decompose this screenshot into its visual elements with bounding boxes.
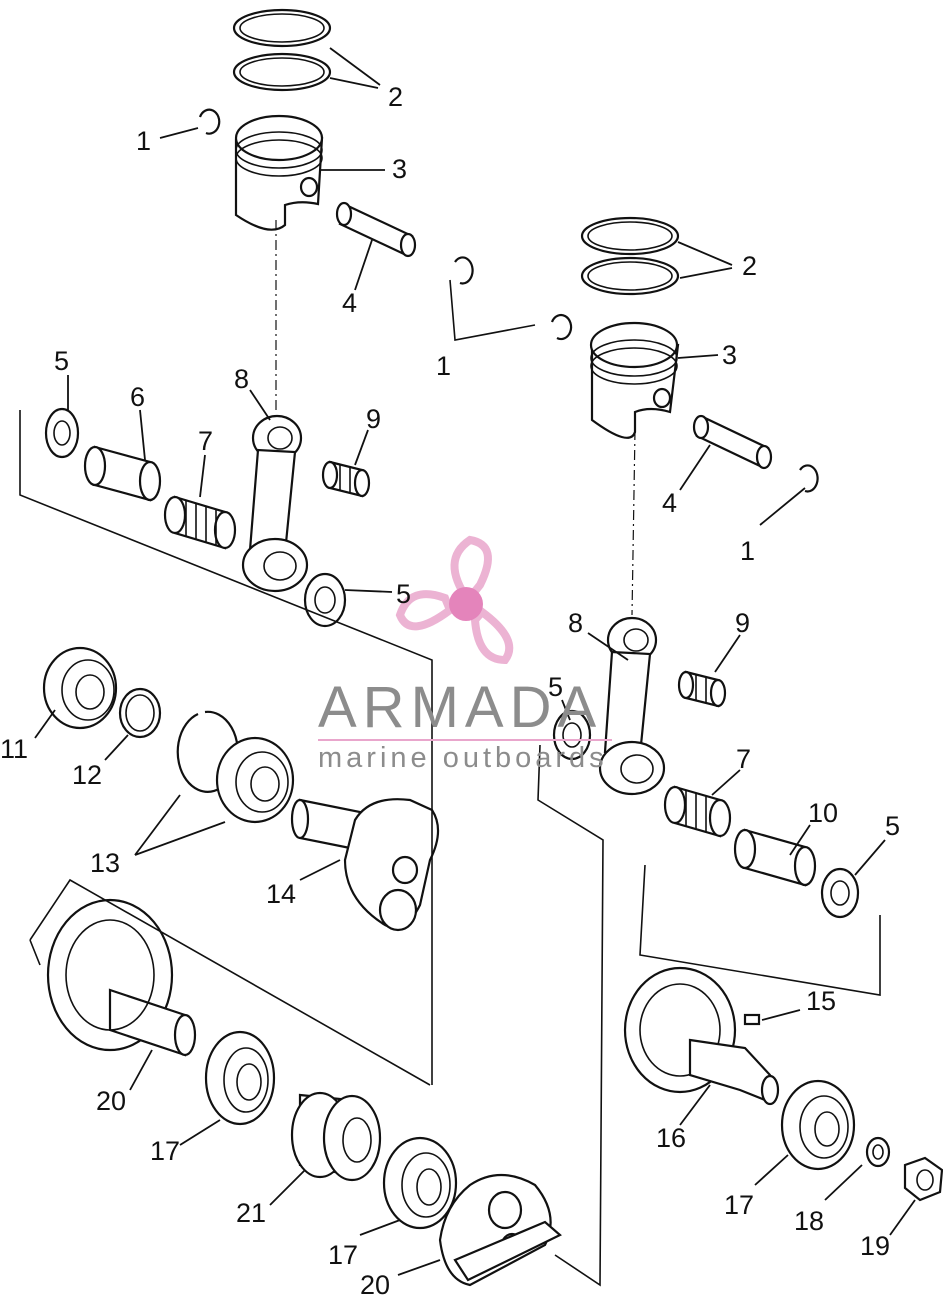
leader-lines xyxy=(34,47,916,1276)
callout-16: 16 xyxy=(656,1123,686,1153)
callout-5: 5 xyxy=(548,672,563,702)
piston-pin-right xyxy=(692,414,773,470)
thrust-washer-right-inner xyxy=(552,709,592,761)
crank-pin-left xyxy=(83,445,162,502)
needle-bearing-large-right xyxy=(663,785,732,838)
ball-bearing-right xyxy=(780,1079,856,1171)
watermark-tagline: marine outboards xyxy=(318,742,608,774)
callout-1: 1 xyxy=(136,126,151,156)
piston-ring-lower-right xyxy=(580,256,680,296)
circlip-right-top xyxy=(550,313,573,341)
needle-bearing-small-right xyxy=(677,670,727,708)
callout-5: 5 xyxy=(885,811,900,841)
lock-washer xyxy=(865,1136,891,1168)
callout-4: 4 xyxy=(662,488,677,518)
needle-bearing-small-left xyxy=(321,460,371,498)
callout-17: 17 xyxy=(150,1136,180,1166)
callout-1: 1 xyxy=(740,536,755,566)
piston-ring-upper-left xyxy=(232,8,332,48)
callout-15: 15 xyxy=(806,986,836,1016)
callout-7: 7 xyxy=(736,744,751,774)
ball-bearing-center-left xyxy=(215,736,295,824)
hex-nut xyxy=(903,1156,943,1202)
circlip-right-pin xyxy=(799,464,819,493)
callout-labels: 1 1 1 2 2 3 3 4 4 5 5 5 5 6 7 7 8 8 9 9 … xyxy=(0,82,900,1300)
thrust-washer-right-outer xyxy=(820,867,860,919)
circlip-left-top xyxy=(198,108,221,135)
watermark-logo xyxy=(395,535,514,665)
callout-1: 1 xyxy=(436,351,451,381)
callout-12: 12 xyxy=(72,760,102,790)
callout-5: 5 xyxy=(396,579,411,609)
callout-19: 19 xyxy=(860,1231,890,1261)
connecting-rod-left xyxy=(241,414,309,593)
callout-2: 2 xyxy=(388,82,403,112)
crank-half-main-left xyxy=(46,898,197,1057)
piston-ring-lower-left xyxy=(232,52,332,92)
callout-14: 14 xyxy=(266,879,296,909)
ball-bearing-outer-left xyxy=(42,646,118,730)
connecting-rod-right xyxy=(598,616,666,796)
callout-2: 2 xyxy=(742,251,757,281)
callout-13: 13 xyxy=(90,848,120,878)
callout-18: 18 xyxy=(794,1206,824,1236)
piston-pin-left xyxy=(335,201,417,258)
callout-5: 5 xyxy=(54,346,69,376)
callout-6: 6 xyxy=(130,382,145,412)
callout-8: 8 xyxy=(568,608,583,638)
callout-17: 17 xyxy=(328,1240,358,1270)
ball-bearing-lower-left xyxy=(204,1030,276,1126)
callout-7: 7 xyxy=(198,426,213,456)
crank-pin-right xyxy=(733,828,817,887)
callout-3: 3 xyxy=(722,340,737,370)
snap-ring-small xyxy=(118,687,162,739)
callout-4: 4 xyxy=(342,288,357,318)
callout-9: 9 xyxy=(735,608,750,638)
callout-11: 11 xyxy=(0,734,28,764)
crank-half-right xyxy=(623,966,780,1106)
callout-17: 17 xyxy=(724,1190,754,1220)
callout-3: 3 xyxy=(392,154,407,184)
thrust-washer-left-outer xyxy=(44,407,80,459)
needle-bearing-large-left xyxy=(163,495,237,550)
labyrinth-seal xyxy=(290,1091,382,1182)
callout-9: 9 xyxy=(366,404,381,434)
crank-half-lower xyxy=(438,1174,562,1287)
callout-20: 20 xyxy=(360,1270,390,1300)
piston-ring-upper-right xyxy=(580,216,680,256)
thrust-washer-left-inner xyxy=(303,572,347,628)
watermark-brand: ARMADA xyxy=(318,675,602,740)
woodruff-key xyxy=(743,1013,761,1026)
crank-half-center xyxy=(290,798,440,932)
assembly-guide-lines xyxy=(19,220,881,1287)
callout-20: 20 xyxy=(96,1086,126,1116)
callout-21: 21 xyxy=(236,1198,266,1228)
circlip-left-pin xyxy=(454,256,474,285)
callout-10: 10 xyxy=(808,798,838,828)
piston-left xyxy=(234,114,324,231)
piston-right xyxy=(589,321,680,439)
ball-bearing-lower-center xyxy=(382,1136,458,1230)
callout-8: 8 xyxy=(234,364,249,394)
